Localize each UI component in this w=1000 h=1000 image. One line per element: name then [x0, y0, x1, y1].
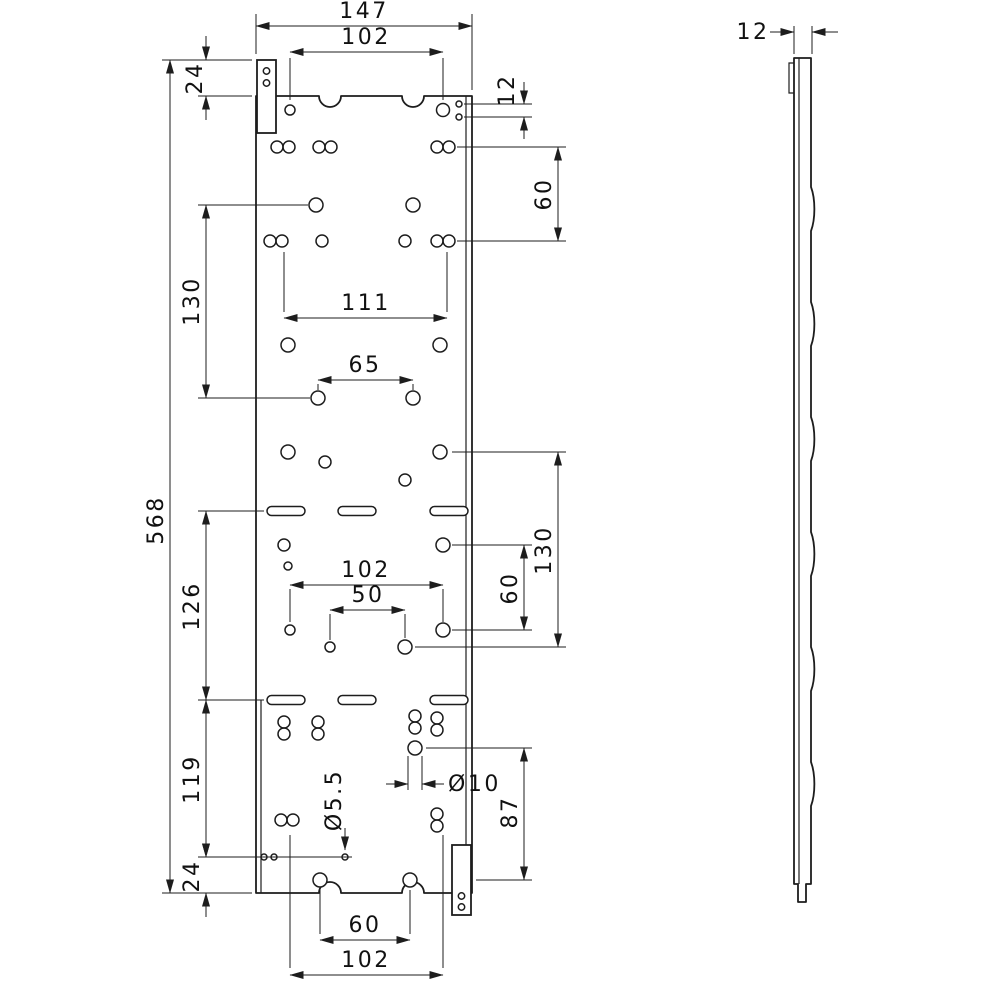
dim-60-right-mid: 60 — [452, 544, 532, 631]
dim-label-60-right-upper: 60 — [532, 178, 557, 211]
dim-102-bottom: 102 — [289, 835, 444, 979]
side-view-profile: 12 — [737, 20, 838, 903]
dim-119: 119 — [180, 699, 352, 858]
dim-102-mid: 102 — [289, 558, 444, 622]
dim-87: 87 — [426, 747, 532, 881]
tab-hole — [262, 67, 271, 75]
tab-hole — [457, 892, 466, 900]
dim-label-65: 65 — [349, 353, 382, 378]
dim-130-left: 130 — [180, 204, 310, 399]
dim-label-50: 50 — [352, 583, 385, 608]
side-top-clip — [788, 62, 794, 94]
dim-label-dia-5-5: Ø5.5 — [322, 769, 347, 831]
front-view-plate — [255, 59, 473, 916]
dim-label-12-side: 12 — [737, 20, 770, 45]
dim-label-130-left: 130 — [180, 276, 205, 326]
dim-label-102-top: 102 — [341, 25, 391, 50]
dim-label-568: 568 — [144, 495, 169, 545]
dim-label-24-top: 24 — [183, 62, 208, 95]
dim-label-130-right: 130 — [532, 525, 557, 575]
dim-dia-10: Ø10 — [386, 756, 501, 797]
top-left-tab — [256, 59, 277, 134]
dim-60-bottom: 60 — [319, 890, 411, 944]
dim-label-102-mid: 102 — [341, 558, 391, 583]
dim-60-right-upper: 60 — [457, 146, 566, 242]
dim-50: 50 — [329, 583, 406, 640]
dim-label-60-bottom: 60 — [349, 913, 382, 938]
dim-label-12-front: 12 — [495, 74, 520, 107]
dim-label-dia-10: Ø10 — [448, 772, 501, 797]
dia-10-hole — [407, 740, 423, 756]
dim-12-front: 12 — [464, 74, 532, 139]
dim-label-102-bottom: 102 — [341, 948, 391, 973]
dim-126: 126 — [180, 510, 264, 701]
dimensions: 147 102 24 12 — [144, 0, 566, 979]
dim-label-119: 119 — [180, 754, 205, 804]
tab-hole — [457, 903, 466, 911]
dim-568: 568 — [144, 59, 252, 894]
hole-pattern — [260, 100, 469, 888]
dim-label-60-right-mid: 60 — [498, 572, 523, 605]
dim-65: 65 — [317, 353, 414, 390]
dim-102-top: 102 — [289, 25, 444, 100]
dim-12-side: 12 — [737, 20, 838, 54]
dim-130-right: 130 — [415, 451, 566, 648]
dim-24-bottom: 24 — [180, 833, 252, 917]
dim-24-top: 24 — [162, 36, 252, 120]
tab-hole — [262, 79, 271, 87]
plate-outline — [255, 95, 473, 894]
dim-dia-5-5: Ø5.5 — [322, 769, 349, 851]
dim-label-24-bottom: 24 — [180, 860, 205, 893]
dim-label-147: 147 — [339, 0, 389, 24]
dim-label-87: 87 — [498, 796, 523, 829]
dim-147: 147 — [255, 0, 473, 90]
side-profile-outline — [793, 57, 816, 903]
dim-111: 111 — [283, 252, 448, 322]
dim-label-111: 111 — [341, 291, 391, 316]
bottom-right-tab — [451, 844, 472, 916]
dim-label-126: 126 — [180, 581, 205, 631]
